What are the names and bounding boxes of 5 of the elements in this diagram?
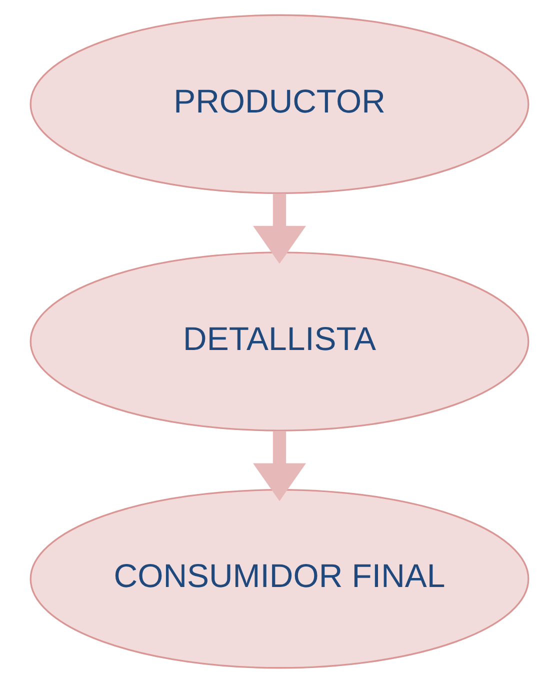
node-ellipse: PRODUCTOR [29, 14, 529, 194]
arrow [252, 430, 306, 502]
arrow [252, 194, 306, 264]
node-ellipse: DETALLISTA [29, 252, 529, 432]
node-ellipse: CONSUMIDOR FINAL [29, 489, 529, 669]
